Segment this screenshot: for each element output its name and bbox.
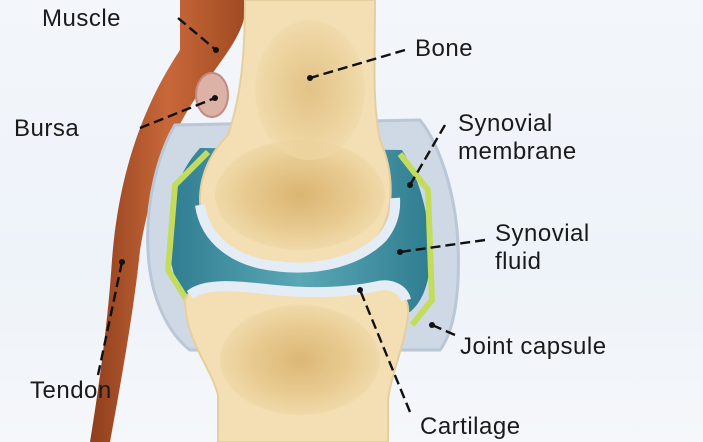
tendon-point: [119, 259, 125, 265]
joint-capsule-point: [429, 322, 435, 328]
label-synovial-membrane-line2: membrane: [458, 138, 577, 166]
label-synovial-membrane-line1: Synovial: [458, 110, 577, 138]
lower-bone-marrow: [220, 305, 380, 415]
label-muscle: Muscle: [42, 6, 121, 32]
upper-bone-shaft: [255, 20, 365, 160]
label-tendon: Tendon: [30, 378, 112, 404]
bone-point: [307, 75, 313, 81]
label-synovial-fluid: Synovial fluid: [495, 220, 590, 276]
bursa-point: [212, 95, 218, 101]
cartilage-point: [357, 287, 363, 293]
label-bursa: Bursa: [14, 116, 79, 142]
muscle-point: [213, 47, 219, 53]
label-cartilage: Cartilage: [420, 414, 521, 440]
synovial-membrane-point: [407, 182, 413, 188]
label-synovial-membrane: Synovial membrane: [458, 110, 577, 166]
label-bone: Bone: [415, 36, 473, 62]
label-synovial-fluid-line1: Synovial: [495, 220, 590, 248]
bursa-shape: [196, 73, 228, 117]
label-joint-capsule: Joint capsule: [460, 334, 607, 360]
synovial-fluid-point: [397, 249, 403, 255]
label-synovial-fluid-line2: fluid: [495, 248, 590, 276]
